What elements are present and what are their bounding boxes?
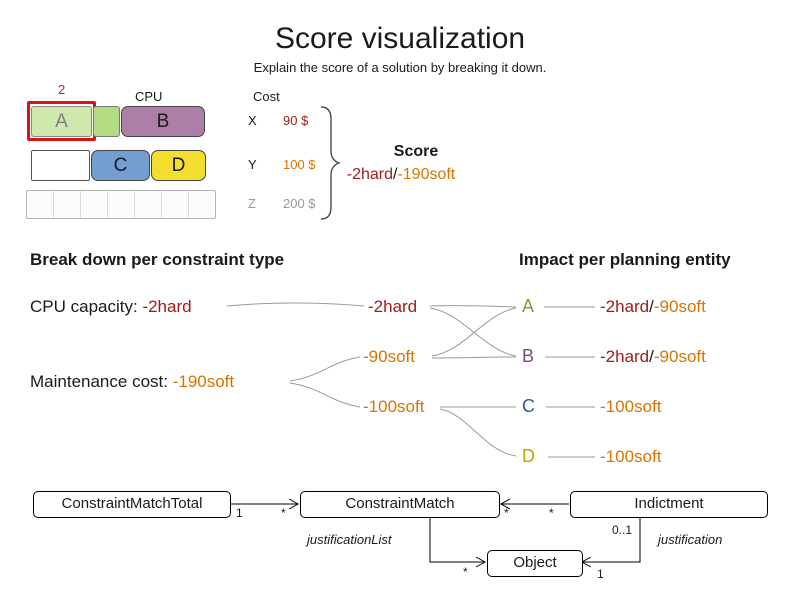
uml-arrowhead-into-object-left: [475, 556, 487, 568]
mid-value-90soft: -90soft: [363, 347, 415, 366]
connector-90soft-to-a: [431, 307, 517, 357]
process-block-d: D: [151, 150, 206, 181]
score-separator: /: [392, 166, 398, 183]
score-soft: -190soft: [397, 166, 456, 183]
score-label: Score: [393, 143, 439, 160]
page-subtitle: Explain the score of a solution by break…: [253, 60, 547, 75]
uml-role-justification: justification: [658, 532, 723, 547]
connector-2hard-to-b: [429, 307, 517, 357]
uml-mult-object-right-one: 1: [597, 567, 604, 581]
page-title: Score visualization: [274, 22, 526, 55]
uml-mult-cm-left-star: *: [281, 506, 286, 520]
uml-mult-object-left-star: *: [463, 565, 468, 579]
process-block-a: A: [31, 106, 92, 137]
impact-heading: Impact per planning entity: [519, 250, 731, 269]
impact-a-soft: -90soft: [653, 297, 706, 316]
machine-z-cost: 200 $: [283, 196, 316, 211]
impact-a-sep: /: [649, 297, 654, 316]
connector-2hard-to-a: [429, 305, 517, 308]
grid-cell: [162, 191, 189, 218]
process-block-a-slot: [93, 106, 120, 137]
machine-z-label: Z: [248, 196, 256, 211]
grid-cell: [27, 191, 54, 218]
impact-value-d: -100soft: [600, 447, 661, 467]
overload-count: 2: [58, 82, 66, 97]
constraint-highlight-frame: [27, 101, 96, 141]
uml-arrowhead-into-constraintmatch-left: [288, 498, 300, 510]
uml-class-constraintmatch: ConstraintMatch: [300, 491, 500, 518]
breakdown-row-cpu-capacity: CPU capacity: -2hard: [30, 297, 192, 317]
uml-class-constraintmatchtotal: ConstraintMatchTotal: [33, 491, 231, 518]
breakdown-cpu-value: -2hard: [142, 297, 192, 316]
cost-label: Cost: [253, 89, 280, 104]
breakdown-cpu-label: CPU capacity:: [30, 297, 143, 316]
uml-line-cm-to-object: [429, 518, 484, 563]
score-value: -2hard/-190soft: [321, 166, 481, 184]
breakdown-maintenance-value: -190soft: [172, 372, 235, 391]
impact-d-soft: -100soft: [600, 447, 662, 466]
breakdown-maintenance-label: Maintenance cost:: [30, 372, 173, 391]
machine-grid-empty-row: [26, 190, 216, 219]
mid-value-100soft: -100soft: [363, 397, 425, 416]
uml-class-indictment: Indictment: [570, 491, 768, 518]
connector-100soft-to-d: [439, 408, 517, 457]
grid-cell: [108, 191, 135, 218]
uml-mult-indictment-star: *: [549, 506, 554, 520]
grid-cell: [81, 191, 108, 218]
mid-value-2hard: -2hard: [368, 297, 418, 316]
uml-class-object: Object: [487, 550, 583, 577]
process-block-d-label: D: [171, 154, 186, 176]
process-block-a-label: A: [55, 110, 68, 132]
score-brace: [320, 106, 341, 220]
uml-mult-cmt-one: 1: [236, 506, 243, 520]
uml-mult-zero-or-one: 0..1: [612, 523, 633, 537]
connector-maintenance-to-100soft: [289, 382, 361, 408]
impact-value-a: -2hard/-90soft: [600, 297, 706, 317]
breakdown-heading: Break down per constraint type: [30, 250, 285, 269]
entity-a-label: A: [522, 296, 535, 316]
connector-maintenance-to-90soft: [289, 356, 361, 382]
process-block-b-label: B: [156, 110, 170, 132]
uml-role-justification-list: justificationList: [307, 532, 392, 547]
impact-b-hard: -2hard: [600, 347, 650, 366]
connector-cpu-to-2hard: [226, 302, 365, 307]
grid-cell: [135, 191, 162, 218]
impact-b-soft: -90soft: [653, 347, 706, 366]
connector-90soft-to-b: [431, 356, 517, 359]
uml-arrowhead-into-object-right: [580, 556, 592, 568]
score-hard: -2hard: [346, 166, 393, 183]
impact-b-sep: /: [649, 347, 654, 366]
entity-d-label: D: [522, 446, 535, 466]
uml-mult-cm-right-star: *: [504, 506, 509, 520]
process-block-c-label: C: [113, 154, 128, 176]
empty-slot: [31, 150, 90, 181]
process-block-b: B: [121, 106, 205, 137]
machine-y-label: Y: [248, 157, 257, 172]
impact-value-b: -2hard/-90soft: [600, 347, 706, 367]
machine-x-label: X: [248, 113, 257, 128]
grid-cell: [189, 191, 215, 218]
entity-b-label: B: [522, 346, 535, 366]
entity-c-label: C: [522, 396, 535, 416]
breakdown-row-maintenance-cost: Maintenance cost: -190soft: [30, 372, 234, 392]
process-block-c: C: [91, 150, 150, 181]
impact-c-soft: -100soft: [600, 397, 662, 416]
machine-y-cost: 100 $: [283, 157, 316, 172]
machine-x-cost: 90 $: [283, 113, 309, 128]
cpu-label: CPU: [135, 89, 163, 104]
grid-cell: [54, 191, 81, 218]
impact-a-hard: -2hard: [600, 297, 650, 316]
impact-value-c: -100soft: [600, 397, 661, 417]
